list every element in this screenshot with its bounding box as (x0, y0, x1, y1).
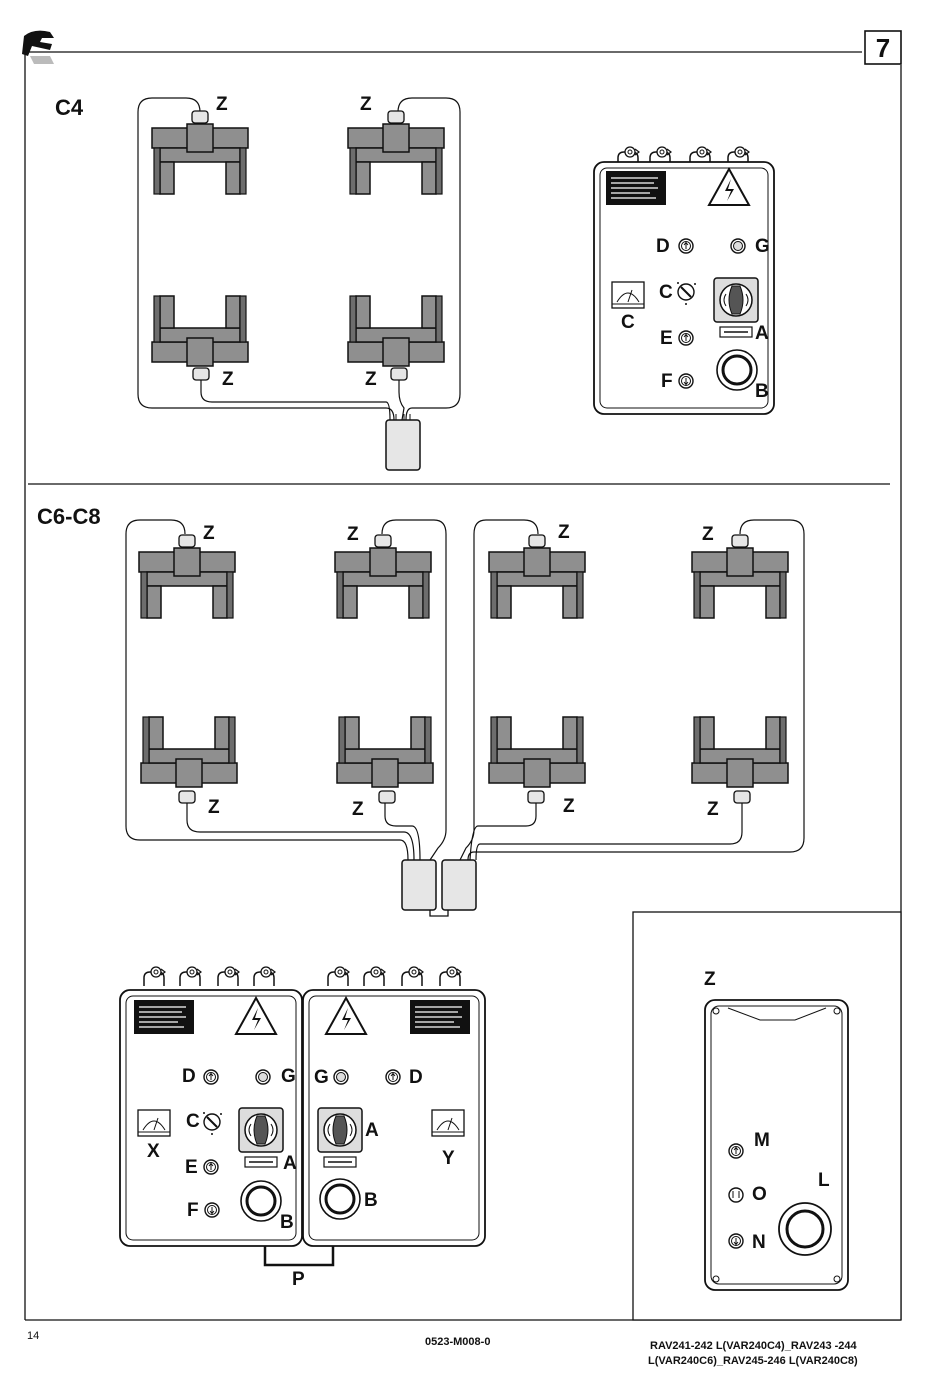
footer-models-line1: RAV241-242 L(VAR240C4)_RAV243 -244 (650, 1340, 858, 1352)
label-m: M (754, 1130, 770, 1151)
brand-logo-icon (22, 31, 54, 64)
gauge-icon (432, 1110, 464, 1136)
info-plate-icon (134, 1000, 194, 1034)
label-g: G (314, 1067, 329, 1088)
c4-control-panel: D G C C A E F B (594, 147, 774, 414)
footer-document-code: 0523-M008-0 (425, 1336, 490, 1348)
c6-control-panel-right: G D A Y B (303, 967, 485, 1246)
button-up-icon (679, 331, 693, 345)
label-d: D (409, 1067, 423, 1088)
c4-lift-2 (348, 111, 444, 194)
page-number-box: 7 (865, 31, 901, 64)
info-plate-icon (410, 1000, 470, 1034)
button-up-icon (729, 1144, 743, 1158)
label-z: Z (563, 796, 575, 817)
main-switch-icon (239, 1108, 283, 1152)
label-z: Z (365, 369, 377, 390)
section-title-c4: C4 (55, 95, 84, 120)
label-a: A (283, 1153, 297, 1174)
label-z: Z (360, 94, 372, 115)
c4-junction-box (386, 414, 420, 470)
label-g: G (281, 1066, 296, 1087)
c6-control-panel-left: D G X C A E F B (120, 967, 302, 1246)
emergency-stop-icon (241, 1181, 281, 1221)
lamp-icon (334, 1070, 348, 1084)
label-g: G (755, 236, 770, 257)
label-b: B (755, 381, 769, 402)
info-plate-icon (606, 171, 666, 205)
emergency-stop-icon (320, 1179, 360, 1219)
emergency-stop-icon (779, 1203, 831, 1255)
label-b: B (280, 1212, 294, 1233)
label-z: Z (222, 369, 234, 390)
c6-lift-7 (489, 717, 585, 803)
lamp-icon (731, 239, 745, 253)
gauge-icon (138, 1110, 170, 1136)
label-d: D (656, 236, 670, 257)
c6-junction-boxes (402, 860, 476, 916)
label-z: Z (352, 799, 364, 820)
button-updown-icon (729, 1188, 743, 1202)
button-up-icon (679, 239, 693, 253)
button-up-icon (386, 1070, 400, 1084)
label-z: Z (702, 524, 714, 545)
gauge-icon (612, 282, 644, 308)
label-z: Z (347, 524, 359, 545)
label-e: E (660, 328, 673, 349)
panel-link-bracket: P (265, 1246, 333, 1290)
label-p: P (292, 1269, 305, 1290)
label-z: Z (707, 799, 719, 820)
remote-control-box: Z M O N L (633, 912, 901, 1320)
label-b: B (364, 1190, 378, 1211)
label-d: D (182, 1066, 196, 1087)
label-z: Z (216, 94, 228, 115)
button-down-icon (205, 1203, 219, 1217)
label-f: F (661, 371, 673, 392)
c6-lift-8 (692, 717, 788, 803)
label-z: Z (704, 969, 716, 990)
label-o: O (752, 1184, 767, 1205)
emergency-stop-icon (717, 350, 757, 390)
c6-lift-6 (337, 717, 433, 803)
footer-page-number: 14 (27, 1330, 39, 1342)
label-a: A (365, 1120, 379, 1141)
c4-lift-3 (152, 296, 248, 380)
c6-lift-1 (139, 535, 235, 618)
label-z: Z (208, 797, 220, 818)
c6-lift-3 (489, 535, 585, 618)
footer-models-line2: L(VAR240C6)_RAV245-246 L(VAR240C8) (648, 1355, 858, 1367)
c6-lift-4 (692, 535, 788, 618)
label-f: F (187, 1200, 199, 1221)
label-c: C (186, 1111, 200, 1132)
button-down-icon (729, 1234, 743, 1248)
label-c: C (659, 282, 673, 303)
label-n: N (752, 1232, 766, 1253)
label-z: Z (203, 523, 215, 544)
c4-lift-1 (152, 111, 248, 194)
page-number-box-text: 7 (876, 33, 890, 63)
main-switch-icon (714, 278, 758, 322)
c6-lift-5 (141, 717, 237, 803)
c4-lift-4 (348, 296, 444, 380)
c6-lift-2 (335, 535, 431, 618)
main-switch-icon (318, 1108, 362, 1152)
label-e: E (185, 1157, 198, 1178)
button-up-icon (204, 1070, 218, 1084)
label-x: X (147, 1141, 160, 1162)
label-z: Z (558, 522, 570, 543)
label-a: A (755, 323, 769, 344)
lamp-icon (256, 1070, 270, 1084)
button-down-icon (679, 374, 693, 388)
button-up-icon (204, 1160, 218, 1174)
label-c: C (621, 312, 635, 333)
label-l: L (818, 1170, 830, 1191)
section-title-c6-c8: C6-C8 (37, 504, 101, 529)
label-y: Y (442, 1148, 455, 1169)
